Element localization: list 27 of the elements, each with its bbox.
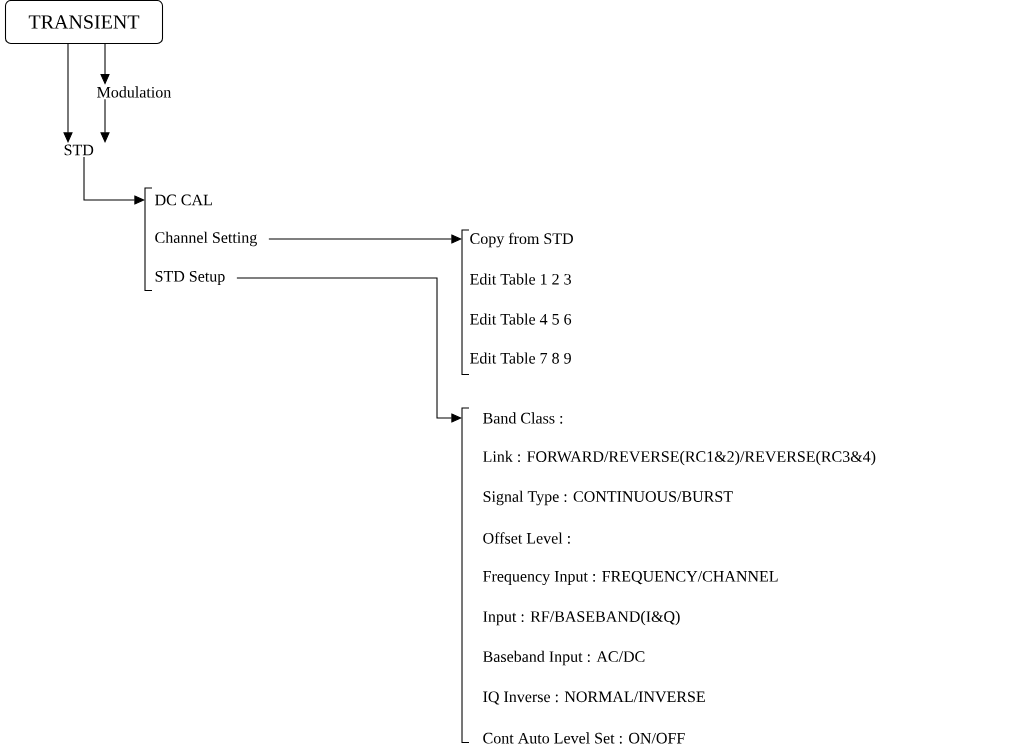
arrow [100,98,110,143]
menu-item: Band Class : [483,412,563,424]
arrow [236,277,462,423]
menu-item: Copy from STD [470,232,573,248]
arrow [268,234,462,244]
bracket [461,229,470,376]
arrow [83,156,145,205]
menu-item: Frequency Input : FREQUENCY/CHANNEL [483,571,778,586]
menu-item: Baseband Input : AC/DC [483,650,645,666]
menu-item: Edit Table 1 2 3 [470,273,571,285]
menu-item: Edit Table 4 5 6 [470,313,572,325]
menu-item: IQ Inverse : NORMAL/INVERSE [483,691,705,705]
bracket [144,187,153,292]
menu-item: Modulation [97,86,172,98]
arrow [63,43,73,143]
menu-box: TRANSIENT [4,0,164,45]
menu-item: Input : RF/BASEBAND(I&Q) [483,610,680,626]
bracket [461,407,470,744]
menu-item: DC CAL [155,194,212,206]
menu-item: Edit Table 7 8 9 [470,352,571,364]
menu-item: Signal Type : CONTINUOUS/BURST [483,490,733,506]
menu-item: STD [64,144,94,156]
menu-item: Cont Auto Level Set : ON/OFF [483,732,685,744]
menu-item: Offset Level : [483,532,570,544]
menu-item: Link : FORWARD/REVERSE(RC1&2)/REVERSE(RC3&4) [483,450,876,466]
menu-item: STD Setup [155,271,225,285]
menu-item: Channel Setting [155,231,257,247]
